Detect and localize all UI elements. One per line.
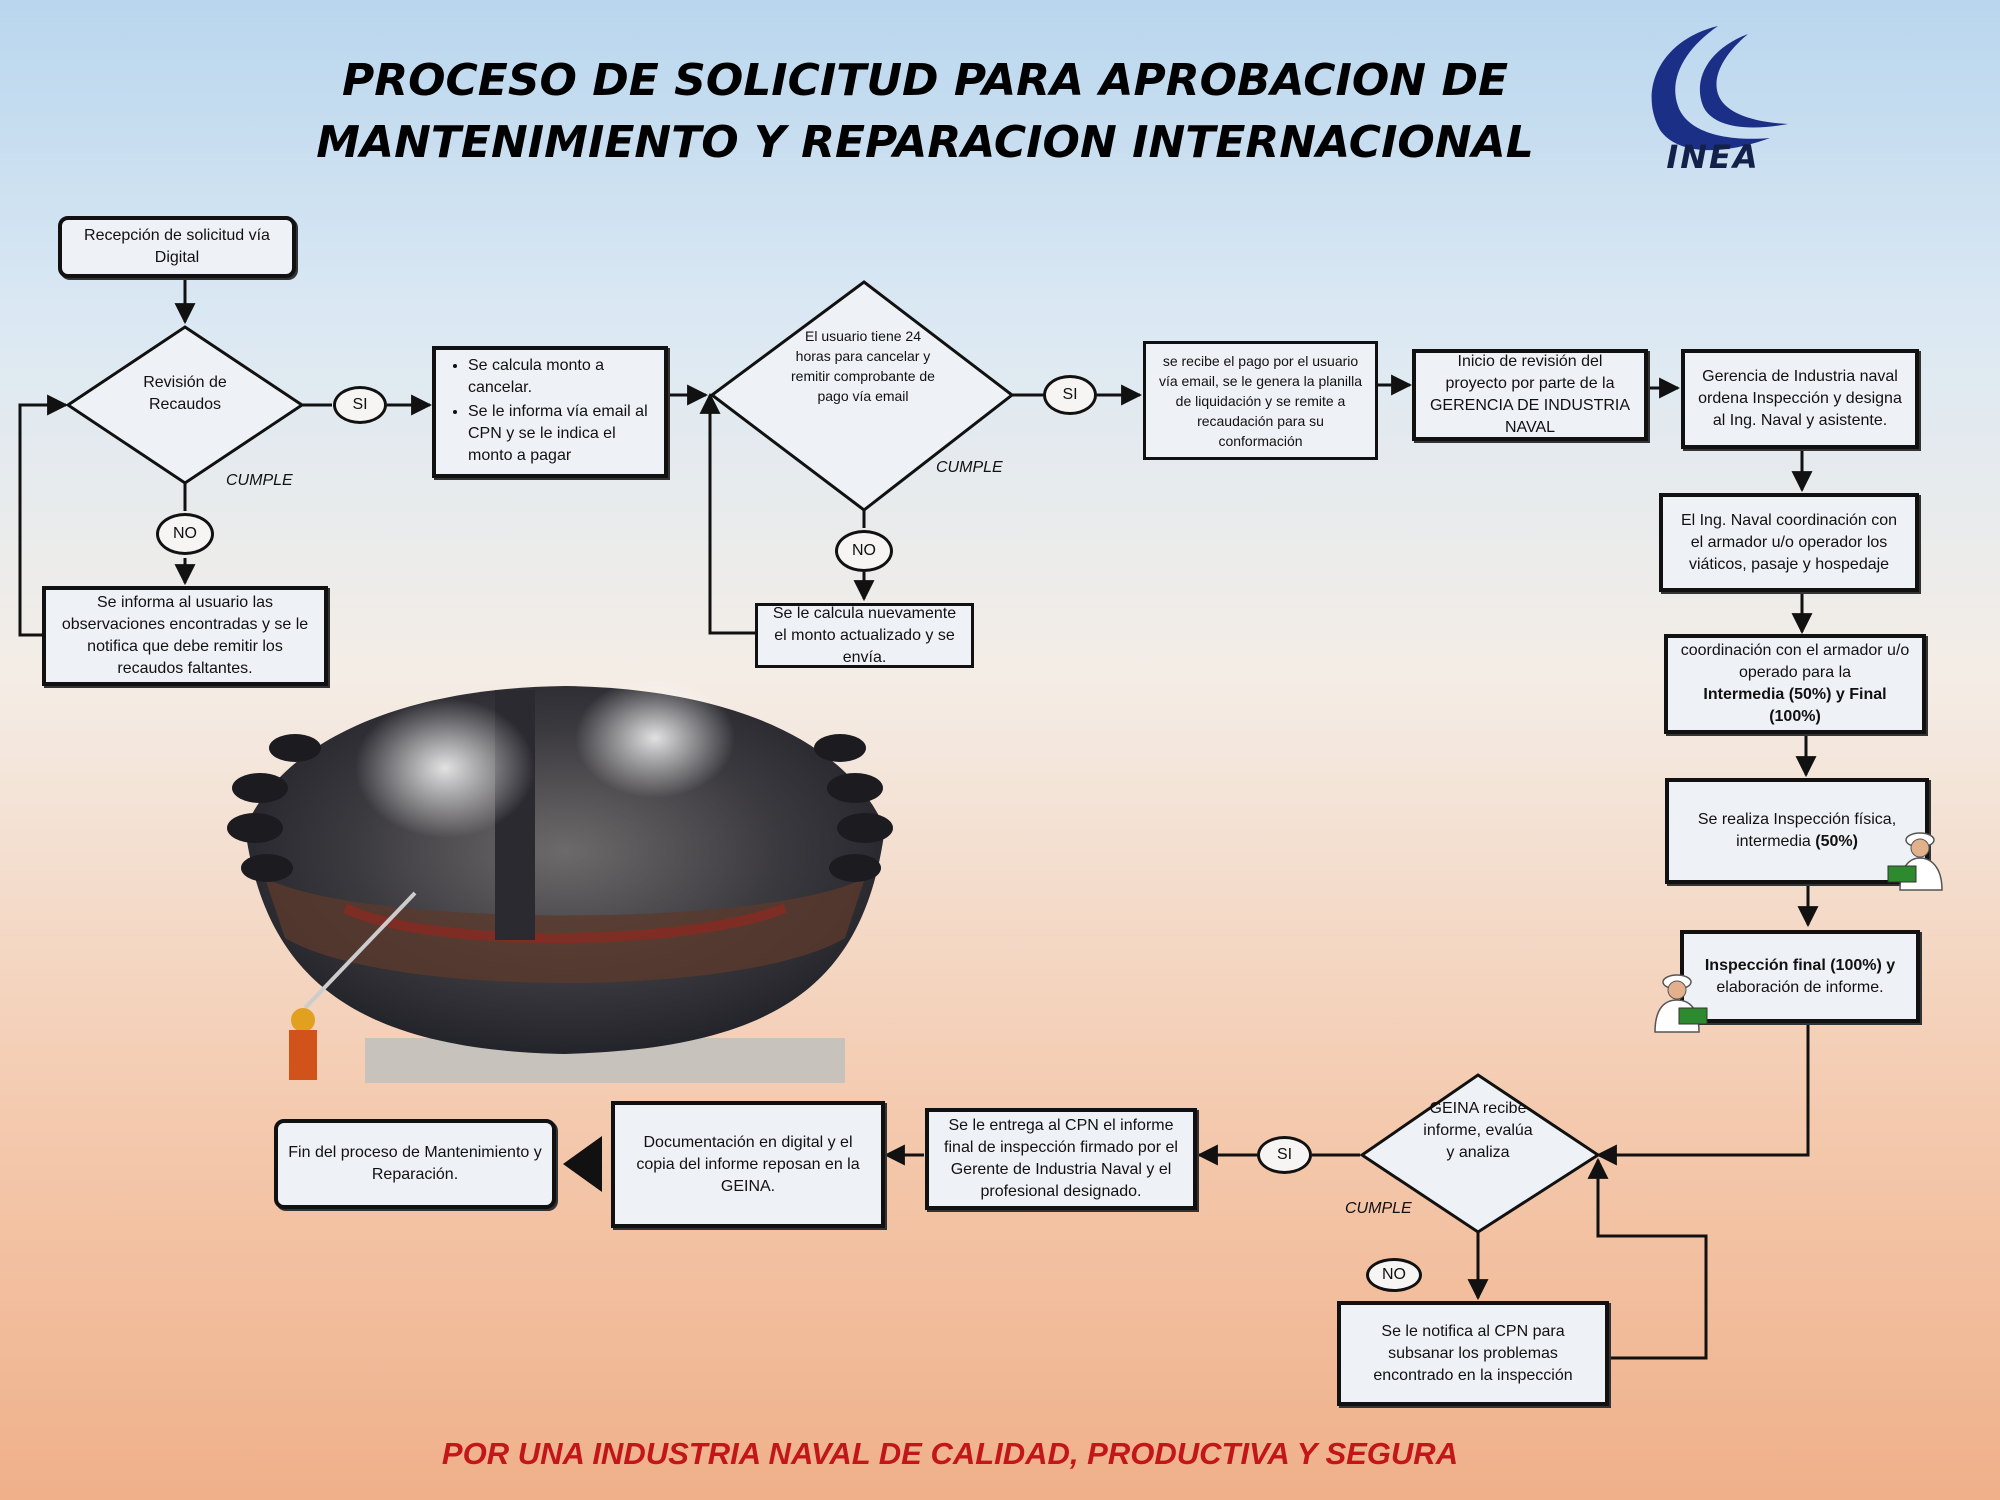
calcula-monto-list: Se calcula monto a cancelar. Se le infor… <box>446 355 654 469</box>
title-line-2: MANTENIMIENTO Y REPARACION INTERNACIONAL <box>316 117 1534 168</box>
logo-text: INEA <box>1666 138 1760 176</box>
arrow-final-geina <box>1595 1023 1810 1166</box>
decision-geina-text: GEINA recibe informe, evalúa y analiza <box>1423 1100 1533 1161</box>
node-inspeccion-fisica-bold: (50%) <box>1815 833 1858 850</box>
decision-usuario-24h <box>709 280 1015 512</box>
si-label-2: SI <box>1043 375 1097 415</box>
node-calcula-monto: Se calcula monto a cancelar. Se le infor… <box>432 346 668 478</box>
node-fin-text: Fin del proceso de Mantenimiento y Repar… <box>288 1144 542 1183</box>
si-label-3: SI <box>1257 1136 1312 1174</box>
node-recibe-pago: se recibe el pago por el usuario vía ema… <box>1143 341 1378 460</box>
node-observaciones-text: Se informa al usuario las observaciones … <box>61 594 309 677</box>
node-ing-coordinacion-text: El Ing. Naval coordinación con el armado… <box>1680 511 1898 573</box>
decision-revision-text: Revisión de Recaudos <box>143 374 227 413</box>
node-observaciones: Se informa al usuario las observaciones … <box>42 586 328 686</box>
node-documentacion: Documentación en digital y el copia del … <box>611 1101 885 1228</box>
calcula-monto-item-1: Se calcula monto a cancelar. <box>468 355 654 399</box>
node-notifica-cpn: Se le notifica al CPN para subsanar los … <box>1337 1301 1609 1406</box>
node-inspeccion-fisica-text: Se realiza Inspección física, intermedia <box>1697 811 1897 850</box>
node-recepcion-text: Recepción de solicitud vía Digital <box>84 227 270 266</box>
decision-revision-recaudos <box>65 325 305 485</box>
node-inspeccion-fisica-wrap: Se realiza Inspección física, intermedia… <box>1679 809 1915 853</box>
loop-recalcula-usuario24h <box>699 392 755 635</box>
node-inicio-revision: Inicio de revisión del proyecto por part… <box>1412 349 1648 441</box>
node-coordinacion-armador-wrap: coordinación con el armador u/o operado … <box>1678 640 1912 728</box>
inspector-worker-icon-2 <box>1654 974 1708 1033</box>
node-recalcula-text: Se le calcula nuevamente el monto actual… <box>772 604 957 666</box>
node-notifica-cpn-text: Se le notifica al CPN para subsanar los … <box>1373 1322 1573 1384</box>
calcula-monto-item-2: Se le informa vía email al CPN y se le i… <box>468 401 654 467</box>
no-label-3: NO <box>1366 1258 1422 1292</box>
inea-logo-icon <box>1651 26 1788 151</box>
node-gerencia-ordena-text: Gerencia de Industria naval ordena Inspe… <box>1698 368 1902 429</box>
page-title: PROCESO DE SOLICITUD PARA APROBACION DE … <box>300 50 1550 174</box>
cumple-label-3: CUMPLE <box>1345 1200 1412 1217</box>
loop-notifica-geina <box>1587 1157 1708 1360</box>
si-label-1: SI <box>333 386 387 424</box>
no-label-2: NO <box>835 530 893 572</box>
loop-observaciones-revision <box>18 394 69 637</box>
node-inicio-revision-text: Inicio de revisión del proyecto por part… <box>1429 353 1631 436</box>
node-documentacion-text: Documentación en digital y el copia del … <box>636 1133 860 1195</box>
inspector-worker-icon <box>1887 832 1943 891</box>
node-ing-coordinacion: El Ing. Naval coordinación con el armado… <box>1659 493 1919 592</box>
node-entrega-cpn: Se le entrega al CPN el informe final de… <box>925 1108 1197 1210</box>
decision-geina-recibe <box>1359 1073 1601 1234</box>
no-label-1: NO <box>156 513 214 555</box>
ship-hull-photo <box>227 678 893 1083</box>
node-gerencia-ordena: Gerencia de Industria naval ordena Inspe… <box>1681 349 1919 449</box>
node-coordinacion-armador-bold: Intermedia (50%) y Final (100%) <box>1703 686 1887 725</box>
title-line-1: PROCESO DE SOLICITUD PARA APROBACION DE <box>341 55 1509 106</box>
node-recepcion: Recepción de solicitud vía Digital <box>58 216 296 278</box>
node-inspeccion-final: Inspección final (100%) y elaboración de… <box>1680 930 1920 1023</box>
node-inspeccion-final-text: elaboración de informe. <box>1716 978 1884 996</box>
node-inspeccion-fisica: Se realiza Inspección física, intermedia… <box>1665 778 1929 884</box>
node-recalcula: Se le calcula nuevamente el monto actual… <box>755 603 974 668</box>
cumple-label-2: CUMPLE <box>936 459 1003 476</box>
cumple-label-1: CUMPLE <box>226 472 293 489</box>
node-inspeccion-final-bold: Inspección final (100%) y <box>1704 956 1896 974</box>
node-entrega-cpn-text: Se le entrega al CPN el informe final de… <box>944 1117 1178 1200</box>
node-coordinacion-armador: coordinación con el armador u/o operado … <box>1664 634 1926 734</box>
node-recibe-pago-text: se recibe el pago por el usuario vía ema… <box>1158 352 1363 449</box>
decision-usuario24h-text: El usuario tiene 24 horas para cancelar … <box>791 328 935 404</box>
arrow-documentacion-fin <box>563 1136 602 1192</box>
node-inspeccion-final-wrap: Inspección final (100%) y elaboración de… <box>1705 955 1895 999</box>
footer-slogan: POR UNA INDUSTRIA NAVAL DE CALIDAD, PROD… <box>441 1436 1459 1471</box>
node-coordinacion-armador-text: coordinación con el armador u/o operado … <box>1680 642 1910 681</box>
node-fin: Fin del proceso de Mantenimiento y Repar… <box>274 1119 556 1209</box>
